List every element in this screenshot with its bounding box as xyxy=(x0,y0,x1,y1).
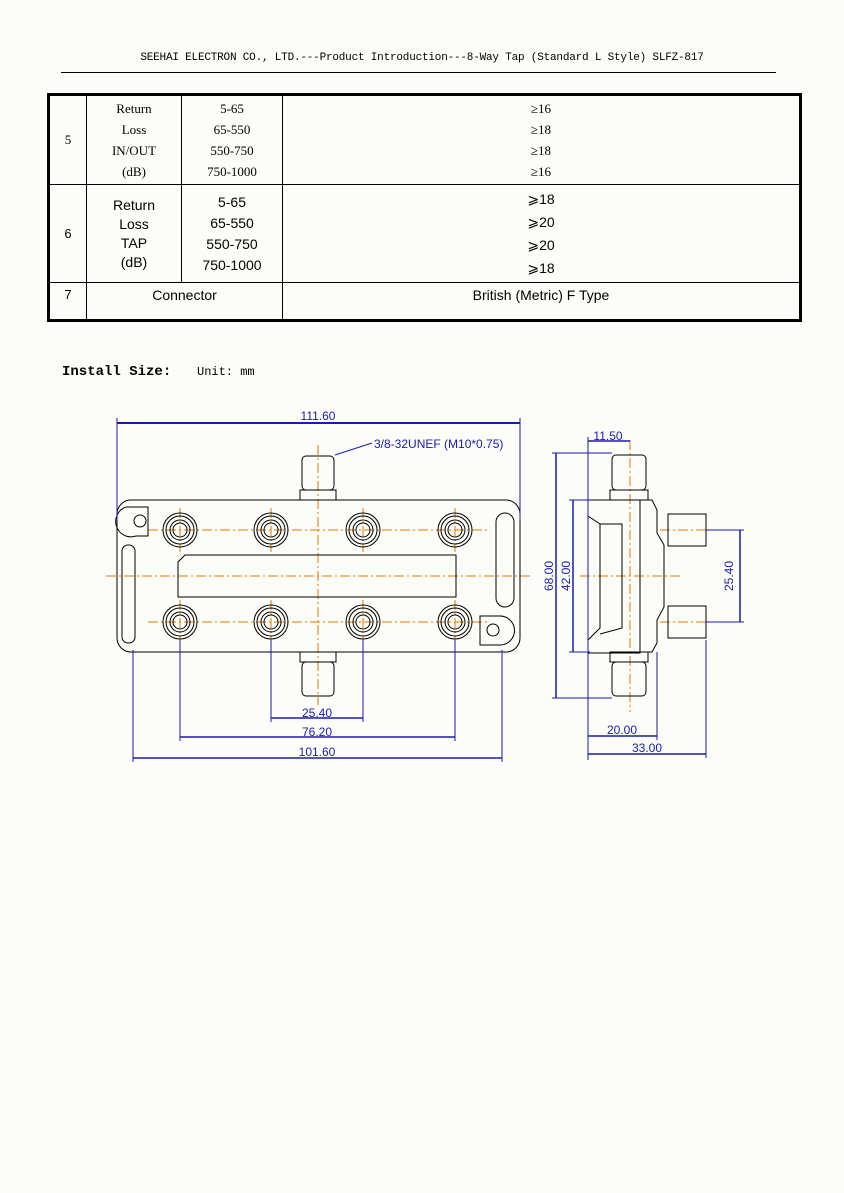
tap-port xyxy=(355,614,371,630)
tap-port xyxy=(440,515,470,545)
freq-line: 5-65 xyxy=(217,193,247,210)
item-line: Return xyxy=(112,196,156,213)
dim-height-body: 42.00 xyxy=(559,561,573,591)
tap-port xyxy=(348,607,378,637)
item-line: IN/OUT xyxy=(111,143,157,158)
tap-port xyxy=(437,604,473,640)
tap-port xyxy=(172,522,188,538)
item-cell: Connector xyxy=(86,282,283,321)
tap-port xyxy=(447,614,463,630)
tap-port xyxy=(162,604,198,640)
tap-port xyxy=(444,519,466,541)
item-line: (dB) xyxy=(120,253,148,270)
header-rule xyxy=(61,72,776,73)
install-unit: Unit: mm xyxy=(197,365,255,379)
item-line: Return xyxy=(116,101,152,116)
freq-cell: 5-65 65-550 550-750 750-1000 xyxy=(181,94,283,185)
item-line: TAP xyxy=(120,234,148,251)
tap-port xyxy=(253,512,289,548)
tap-port xyxy=(263,522,279,538)
tap-port xyxy=(260,611,282,633)
freq-line: 550-750 xyxy=(206,235,258,252)
dim-port-pitch: 25.40 xyxy=(302,706,332,720)
tap-port xyxy=(263,614,279,630)
tap-port xyxy=(345,512,381,548)
dim-depth-body: 20.00 xyxy=(607,723,637,737)
value-line: ⩾18 xyxy=(527,190,555,207)
tap-port xyxy=(169,611,191,633)
centerlines xyxy=(106,440,712,712)
item-line: Loss xyxy=(121,122,147,137)
dim-mount-width: 101.60 xyxy=(299,745,336,759)
row-number: 7 xyxy=(48,282,87,321)
tap-port xyxy=(256,515,286,545)
install-drawing: 111.60 3/8-32UNEF (M10*0.75) 25.40 76.20… xyxy=(106,409,744,762)
table-row: 6 Return Loss TAP (dB) 5-65 65-550 550-7… xyxy=(48,184,801,283)
tap-port xyxy=(169,519,191,541)
tap-port xyxy=(437,512,473,548)
spec-table: 5 Return Loss IN/OUT (dB) 5-65 65-550 55… xyxy=(47,93,802,322)
dim-side-port-pitch: 25.40 xyxy=(722,561,736,591)
item-line: Loss xyxy=(119,215,149,232)
tap-port xyxy=(440,607,470,637)
thread-callout: 3/8-32UNEF (M10*0.75) xyxy=(374,437,503,451)
dim-height-total: 68.00 xyxy=(542,561,556,591)
value-cell: ⩾18 ⩾20 ⩾20 ⩾18 xyxy=(282,184,801,283)
value-line: ⩾20 xyxy=(527,236,555,253)
tap-port xyxy=(355,522,371,538)
item-line: (dB) xyxy=(122,164,146,179)
tap-port xyxy=(162,512,198,548)
front-view xyxy=(115,455,521,697)
value-line: ≥16 xyxy=(530,164,552,179)
dim-overall-width: 111.60 xyxy=(301,409,336,423)
value-cell: ≥16 ≥18 ≥18 ≥16 xyxy=(282,94,801,185)
tap-port xyxy=(444,611,466,633)
dim-port-span: 76.20 xyxy=(302,725,332,739)
value-line: ≥18 xyxy=(530,122,552,137)
tap-port xyxy=(172,614,188,630)
row-number: 6 xyxy=(48,184,87,283)
freq-line: 550-750 xyxy=(210,143,254,158)
tap-port xyxy=(352,519,374,541)
freq-cell: 5-65 65-550 550-750 750-1000 xyxy=(181,184,283,283)
install-size-title: Install Size: xyxy=(62,364,172,380)
tap-port xyxy=(345,604,381,640)
tap-ports xyxy=(162,512,473,640)
tap-port xyxy=(348,515,378,545)
tap-port xyxy=(253,604,289,640)
dimension-lines xyxy=(116,418,744,762)
tap-port xyxy=(165,607,195,637)
item-cell: Return Loss TAP (dB) xyxy=(86,184,182,283)
freq-line: 5-65 xyxy=(220,101,244,116)
item-cell: Return Loss IN/OUT (dB) xyxy=(86,94,182,185)
tap-port xyxy=(165,515,195,545)
value-line: ≥18 xyxy=(530,143,552,158)
freq-line: 750-1000 xyxy=(207,164,257,179)
freq-line: 750-1000 xyxy=(202,256,262,273)
row-number: 5 xyxy=(48,94,87,185)
table-row: 5 Return Loss IN/OUT (dB) 5-65 65-550 55… xyxy=(48,94,801,185)
tap-port xyxy=(256,607,286,637)
page-header: SEEHAI ELECTRON CO., LTD.---Product Intr… xyxy=(140,52,704,64)
dim-depth-total: 33.00 xyxy=(632,741,662,755)
freq-line: 65-550 xyxy=(210,214,254,231)
value-line: ≥16 xyxy=(530,101,552,116)
value-cell: British (Metric) F Type xyxy=(282,282,801,321)
value-line: ⩾20 xyxy=(527,213,555,230)
tap-port xyxy=(447,522,463,538)
tap-port xyxy=(260,519,282,541)
table-row: 7 Connector British (Metric) F Type xyxy=(48,282,801,321)
value-line: ⩾18 xyxy=(527,259,555,276)
dim-side-top: 11.50 xyxy=(593,429,622,443)
freq-line: 65-550 xyxy=(213,122,251,137)
tap-port xyxy=(352,611,374,633)
